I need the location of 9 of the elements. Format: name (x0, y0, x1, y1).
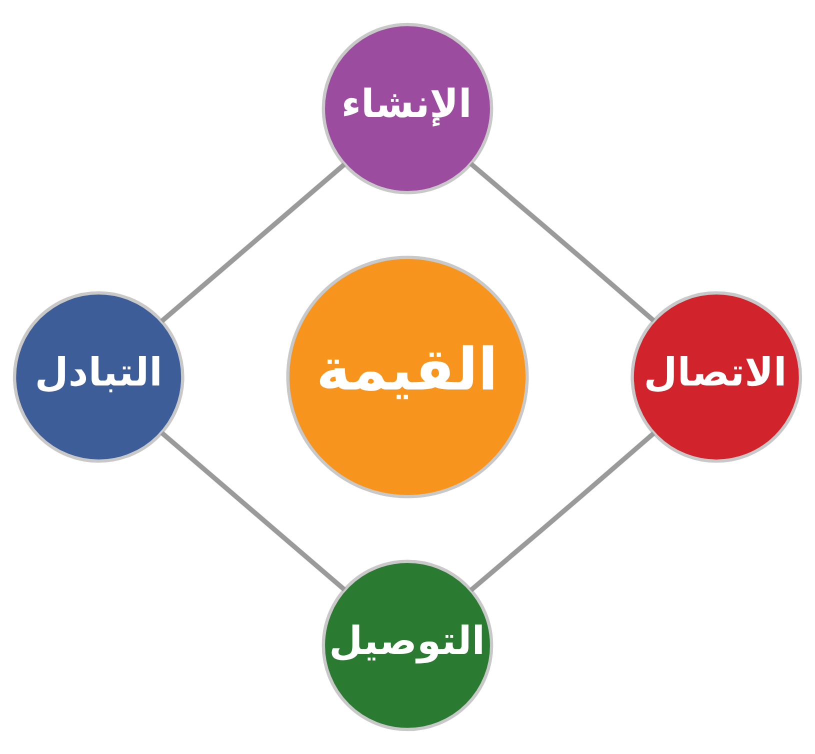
connector (469, 432, 656, 592)
node-circle: القيمة (286, 256, 529, 498)
connector (469, 162, 656, 322)
node-circle: التبادل (12, 291, 184, 463)
connector (160, 162, 346, 323)
node-circle: الاتصال (630, 291, 802, 463)
node-circle: الإنشاء (322, 22, 494, 194)
node-circle: التوصيل (322, 560, 494, 732)
connector (160, 431, 346, 592)
